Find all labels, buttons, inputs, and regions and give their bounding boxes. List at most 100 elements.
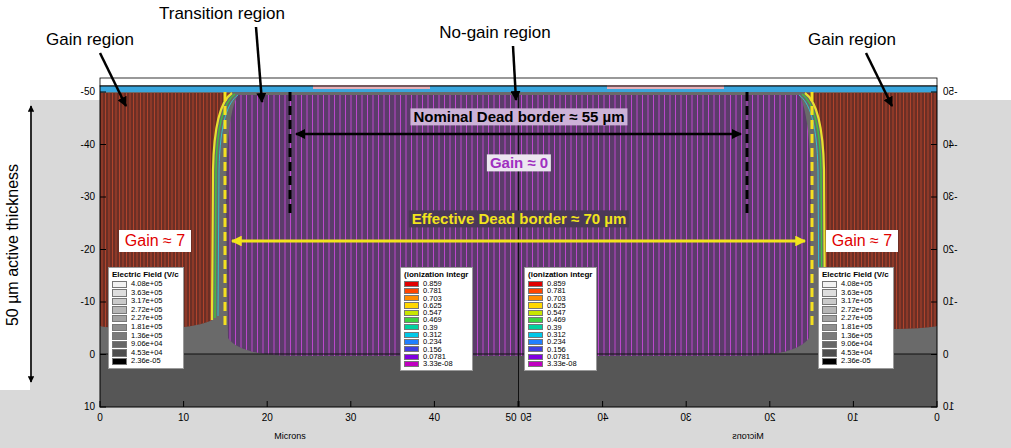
thickness-label: 50 µm active thickness [4, 164, 22, 326]
legend-value: 0.781 [423, 287, 442, 294]
legend-entry: 0.39 [528, 324, 592, 331]
legend-entry: 0.781 [528, 287, 592, 294]
field-line [246, 95, 247, 357]
legend-swatch [822, 298, 837, 305]
field-line [207, 93, 208, 334]
legend-entry: 9.06e+04 [112, 340, 179, 349]
field-line [230, 95, 231, 357]
nominal-border-dash [289, 92, 292, 218]
legend-entry: 0.234 [404, 338, 468, 345]
legend-swatch [528, 324, 543, 330]
legend-swatch [528, 354, 543, 360]
axis-tick-label: 0 [934, 412, 940, 424]
legend-value: 1.81e+05 [841, 323, 873, 332]
legend-swatch [822, 341, 837, 348]
axis-tick [937, 401, 938, 407]
legend-entry: 3.63e+05 [822, 289, 889, 298]
field-line [186, 93, 187, 334]
thickness-arrow [30, 106, 32, 382]
legend-value: 0.312 [547, 331, 566, 338]
legend-value: 9.06e+04 [841, 340, 873, 349]
field-line [200, 93, 201, 334]
legend-swatch [528, 310, 543, 316]
axis-tick-label: 50 [520, 412, 531, 424]
field-line [196, 93, 197, 334]
legend-value: 9.06e+04 [131, 340, 163, 349]
legend-swatch [112, 298, 127, 305]
legend-entry: 2.36e-05 [822, 357, 889, 366]
field-line [268, 95, 269, 357]
axis-tick-label: -30 [81, 191, 95, 203]
field-line [910, 93, 911, 334]
legend-swatch [822, 306, 837, 313]
legend-entry: 0.312 [404, 331, 468, 338]
axis-tick [100, 197, 106, 198]
axis-tick-label: 10 [848, 412, 859, 424]
legend-entry: 4.08e+05 [112, 280, 179, 289]
legend-value: 0.469 [547, 316, 566, 323]
legend-value: 0.703 [547, 295, 566, 302]
axis-tick-label: 0 [943, 349, 949, 361]
axis-tick-label: 10 [178, 412, 189, 424]
top-oxide [100, 78, 937, 86]
field-line [769, 95, 770, 357]
legend-entry: 0.703 [404, 295, 468, 302]
region-label: Transition region [159, 4, 285, 24]
legend-value: 2.72e+05 [841, 306, 873, 315]
axis-tick [931, 144, 937, 145]
axis-tick [931, 92, 937, 93]
legend-entry: 0.703 [528, 295, 592, 302]
legend-swatch [112, 281, 127, 288]
legend-entry: 0.469 [404, 316, 468, 323]
legend-swatch [404, 346, 419, 352]
axis-tick-label: 40 [597, 412, 608, 424]
nominal-border-dash [746, 92, 749, 218]
legend-swatch [528, 332, 543, 338]
axis-tick-label: 0 [97, 412, 103, 424]
legend-value: 2.27e+05 [841, 314, 873, 323]
legend-entry: 3.17e+05 [112, 297, 179, 306]
legend-value: 3.17e+05 [841, 297, 873, 306]
legend-swatch [112, 332, 127, 339]
field-line [805, 93, 806, 334]
legend-value: 1.81e+05 [131, 323, 163, 332]
field-line [774, 95, 775, 357]
field-line [279, 95, 280, 357]
legend-value: 0.0781 [547, 353, 570, 360]
legend-value: 0.156 [423, 346, 442, 353]
axis-ticks [100, 92, 937, 407]
legend-entry: 0.859 [404, 280, 468, 287]
field-line [252, 95, 253, 357]
legend-swatch [404, 288, 419, 294]
field-line [928, 93, 929, 334]
field-line [105, 93, 106, 334]
legend-swatch [112, 341, 127, 348]
axis-tick-label: -50 [943, 86, 957, 98]
legend-value: 4.53e+04 [131, 349, 163, 358]
axis-tick [853, 401, 854, 407]
field-line [924, 93, 925, 334]
legend-entry: 0.156 [404, 346, 468, 353]
field-line [235, 93, 236, 334]
axis-tick-label: 30 [345, 412, 356, 424]
legend-swatch [404, 339, 419, 345]
effective-border-dash [811, 92, 814, 330]
field-line [193, 93, 194, 334]
legend-entry: 4.53e+04 [822, 349, 889, 358]
effective-dimension-arrow [232, 240, 805, 243]
axis-tick-label: 10 [84, 401, 95, 413]
legend-entry: 2.36e-05 [112, 357, 179, 366]
legend-swatch [528, 339, 543, 345]
dimension-label: Effective Dead border ≈ 70 µm [409, 210, 629, 227]
gain-note: Gain ≈ 0 [487, 154, 551, 171]
legend-swatch [528, 288, 543, 294]
legend-entry: 0.547 [528, 309, 592, 316]
axis-tick [100, 249, 106, 250]
axis-title: Microns [274, 431, 306, 441]
axis-tick [519, 401, 520, 407]
legend-value: 0.625 [547, 302, 566, 309]
axis-tick [434, 401, 435, 407]
legend-title: Electric Field (V/c [112, 270, 179, 279]
gain-value: Gain ≈ 7 [832, 232, 892, 250]
legend-entry: 2.27e+05 [112, 314, 179, 323]
